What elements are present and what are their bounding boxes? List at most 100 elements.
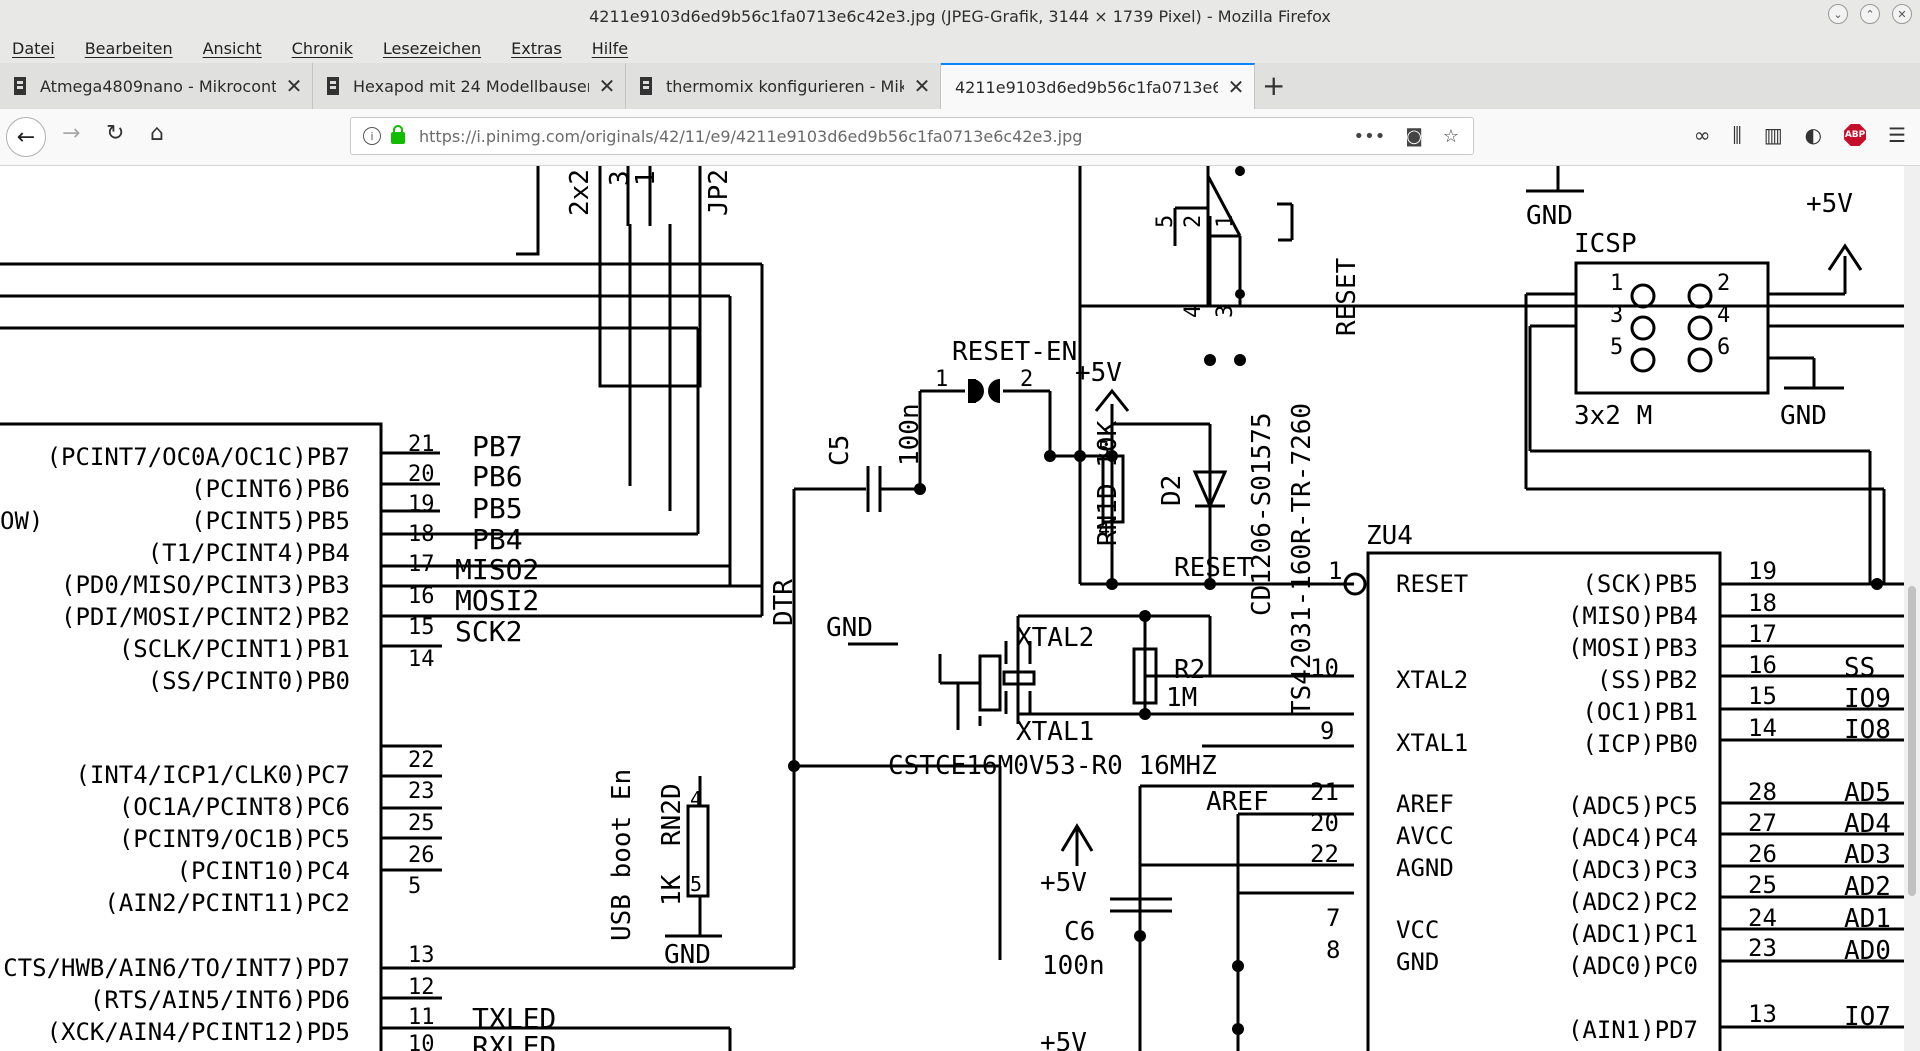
site-info-icon[interactable]: i	[363, 127, 381, 145]
rn1d-pin: 5	[1098, 437, 1110, 461]
rn2d-label: RN2D	[657, 783, 687, 846]
zu4-net-label: AD4	[1844, 809, 1891, 839]
zu4-net-label: IO8	[1844, 715, 1891, 745]
menu-lesezeichen[interactable]: Lesezeichen	[382, 38, 482, 58]
sidebar-icon[interactable]: ▥	[1763, 123, 1783, 147]
left-pin-name: (PCINT7/OC0A/OC1C)PB7	[47, 443, 350, 471]
zu4-net-label: AD2	[1844, 872, 1891, 902]
zu4-pin-name: (ICP)PB0	[1582, 730, 1698, 758]
zu4-net-label: SS	[1844, 653, 1875, 683]
zu4-label: ZU4	[1366, 521, 1413, 551]
left-pin-number: 22	[408, 748, 435, 773]
close-window-icon[interactable]: ✕	[1892, 4, 1912, 24]
left-pin-number: 11	[408, 1005, 435, 1030]
adblock-plus-icon[interactable]: ABP	[1844, 124, 1867, 146]
jp2-pin-label: 3	[605, 170, 635, 186]
zu4-pin-name: GND	[1396, 948, 1439, 976]
vertical-scrollbar[interactable]	[1904, 166, 1920, 1051]
switch-pin: 2	[1181, 215, 1206, 228]
left-pin-name: (PCINT9/OC1B)PC5	[119, 825, 350, 853]
menu-datei[interactable]: Datei	[12, 38, 55, 58]
maximize-icon[interactable]: ⌃	[1860, 4, 1880, 24]
extensions-icon[interactable]: ◐	[1804, 123, 1823, 147]
library-icon[interactable]: ⫼	[1732, 123, 1742, 147]
left-pin-name: (OC1A/PCINT8)PC6	[119, 793, 350, 821]
icsp-pin: 5	[1610, 335, 1623, 360]
left-pin-name: (AIN2/PCINT11)PC2	[104, 889, 350, 917]
new-tab-icon[interactable]: +	[1262, 69, 1286, 102]
menu-bar: Datei Bearbeiten Ansicht Chronik Lesezei…	[0, 33, 1920, 63]
window-controls: ⌄ ⌃ ✕	[1828, 4, 1912, 24]
r2-value: 1M	[1166, 683, 1197, 713]
url-bar[interactable]: i https://i.pinimg.com/originals/42/11/e…	[350, 117, 1474, 155]
zu4-pin-number: 14	[1748, 714, 1777, 742]
icsp-pin: 3	[1610, 303, 1623, 328]
tab-close-icon[interactable]: ✕	[913, 74, 931, 98]
zu4-pin-number: 26	[1748, 840, 1777, 868]
left-pin-number: 21	[408, 432, 435, 457]
lock-icon	[391, 125, 405, 144]
home-icon[interactable]: ⌂	[150, 121, 164, 146]
tab-2[interactable]: Hexapod mit 24 Modellbauservo ✕	[313, 63, 626, 109]
reload-icon[interactable]: ↻	[106, 121, 125, 146]
net-label: RXLED	[472, 1030, 556, 1051]
left-pin-name: (PD0/MISO/PCINT3)PB3	[61, 571, 350, 599]
left-pin-name: (PCINT5)PB5	[191, 507, 350, 535]
menu-icon[interactable]: ☰	[1888, 123, 1906, 147]
bookmark-star-icon[interactable]: ☆	[1442, 125, 1459, 147]
menu-extras[interactable]: Extras	[511, 38, 562, 58]
icsp-pin: 4	[1717, 303, 1730, 328]
zu4-net-label: AD5	[1844, 778, 1891, 808]
scrollbar-thumb[interactable]	[1908, 586, 1916, 896]
left-pin-name: (SS/PCINT0)PB0	[148, 667, 350, 695]
c5-label: C5	[825, 435, 855, 466]
menu-chronik[interactable]: Chronik	[291, 38, 353, 58]
gnd-label: GND	[1780, 401, 1827, 431]
zu4-pin-name: (ADC4)PC4	[1568, 824, 1698, 852]
reset-en-label: RESET-EN	[952, 337, 1077, 367]
tab-bar: Atmega4809nano - Mikrocontro ✕ Hexapod m…	[0, 63, 1920, 109]
zu4-pin-name: AREF	[1396, 790, 1454, 818]
menu-bearbeiten[interactable]: Bearbeiten	[84, 38, 173, 58]
zu4-pin-number: 27	[1748, 809, 1777, 837]
tab-close-icon[interactable]: ✕	[598, 74, 616, 98]
left-pin-number: 5	[408, 874, 421, 899]
tab-title: 4211e9103d6ed9b56c1fa0713e6c42e	[955, 77, 1218, 97]
tab-close-icon[interactable]: ✕	[285, 74, 303, 98]
image-viewport: (PCINT7/OC0A/OC1C)PB7 (PCINT6)PB6 (PCINT…	[0, 166, 1904, 1051]
switch-pin: 1	[1213, 215, 1238, 228]
rn1d-label: RN1D 10K	[1093, 420, 1123, 546]
pocket-icon[interactable]: ◙	[1405, 125, 1423, 147]
minimize-icon[interactable]: ⌄	[1828, 4, 1848, 24]
menu-hilfe[interactable]: Hilfe	[591, 38, 629, 58]
zu4-pin-name: AGND	[1396, 854, 1454, 882]
tab-3[interactable]: thermomix konfigurieren - Mikro ✕	[626, 63, 941, 109]
left-pin-number: 10	[408, 1032, 435, 1051]
zu4-pin-name: (MISO)PB4	[1568, 602, 1698, 630]
left-pin-number: 26	[408, 843, 435, 868]
tab-1[interactable]: Atmega4809nano - Mikrocontro ✕	[0, 63, 313, 109]
url-text[interactable]: https://i.pinimg.com/originals/42/11/e9/…	[419, 126, 1083, 146]
switch-part-label: CD1206-S01575	[1247, 413, 1277, 617]
left-pin-name: (RTS/AIN5/INT6)PD6	[90, 986, 350, 1014]
mask-icon[interactable]: ∞	[1693, 123, 1711, 147]
c6-label: C6	[1064, 917, 1095, 947]
forward-icon[interactable]: →	[62, 121, 81, 146]
left-pin-number: 17	[408, 552, 435, 577]
xtal1-label: XTAL1	[1016, 717, 1094, 747]
menu-ansicht[interactable]: Ansicht	[202, 38, 262, 58]
back-icon[interactable]: ←	[6, 117, 46, 157]
zu4-pin-name: (SS)PB2	[1597, 666, 1698, 694]
page-actions-icon[interactable]: •••	[1353, 125, 1386, 147]
plus5v-label: +5V	[1075, 358, 1122, 388]
zu4-pin-name: (OC1)PB1	[1582, 698, 1698, 726]
left-pin-name: (PDI/MOSI/PCINT2)PB2	[61, 603, 350, 631]
tab-4-active[interactable]: 4211e9103d6ed9b56c1fa0713e6c42e ✕	[941, 63, 1255, 109]
switch-pin: 4	[1181, 305, 1206, 318]
switch-pin: 3	[1213, 305, 1238, 318]
gnd-label: GND	[826, 613, 873, 643]
left-pin-name: (XCK/AIN4/PCINT12)PD5	[47, 1018, 350, 1046]
left-pin-number: 20	[408, 462, 435, 487]
zu4-pin-name: AVCC	[1396, 822, 1454, 850]
tab-close-icon[interactable]: ✕	[1227, 75, 1245, 99]
